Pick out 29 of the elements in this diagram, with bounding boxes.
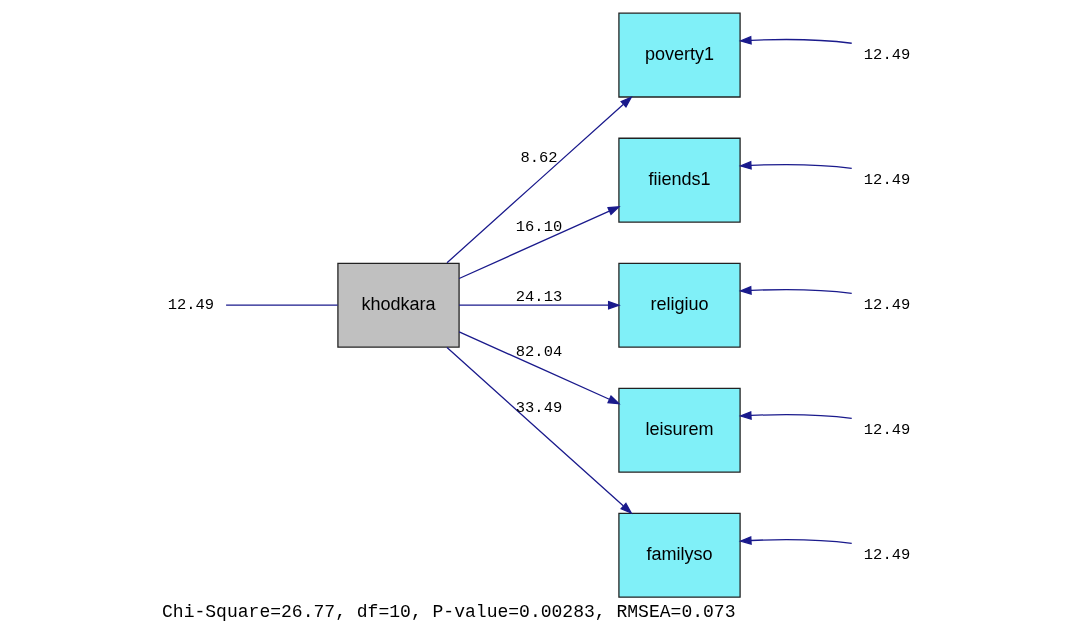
arrow — [458, 205, 621, 280]
node-text: 12.49 — [167, 296, 215, 315]
node-text: 12.49 — [863, 46, 911, 65]
node-box: poverty1 — [618, 12, 741, 98]
edge-label: 24.13 — [515, 287, 563, 306]
edge-label: 82.04 — [515, 343, 563, 362]
node-box: khodkara — [337, 262, 460, 348]
arrow — [446, 346, 633, 515]
arrow — [458, 300, 621, 310]
arrow — [738, 410, 853, 420]
arrow — [738, 285, 853, 295]
node-text: 12.49 — [863, 296, 911, 315]
node-text: 12.49 — [863, 546, 911, 565]
edge-label: 8.62 — [520, 148, 558, 167]
edge-label: 16.10 — [515, 218, 563, 237]
arrow — [738, 35, 853, 45]
node-text: 12.49 — [863, 171, 911, 190]
node-box: fiiends1 — [618, 137, 741, 223]
node-text: 12.49 — [863, 421, 911, 440]
connector — [225, 304, 339, 306]
node-box: familyso — [618, 512, 741, 598]
node-box: leisurem — [618, 387, 741, 473]
edge-label: 33.49 — [515, 398, 563, 417]
caption: Chi-Square=26.77, df=10, P-value=0.00283, RMSEA=0.073 — [162, 601, 736, 622]
arrow — [446, 96, 633, 264]
arrow — [458, 331, 621, 405]
arrow — [738, 535, 853, 545]
arrow — [738, 160, 853, 170]
node-box: religiuo — [618, 262, 741, 348]
